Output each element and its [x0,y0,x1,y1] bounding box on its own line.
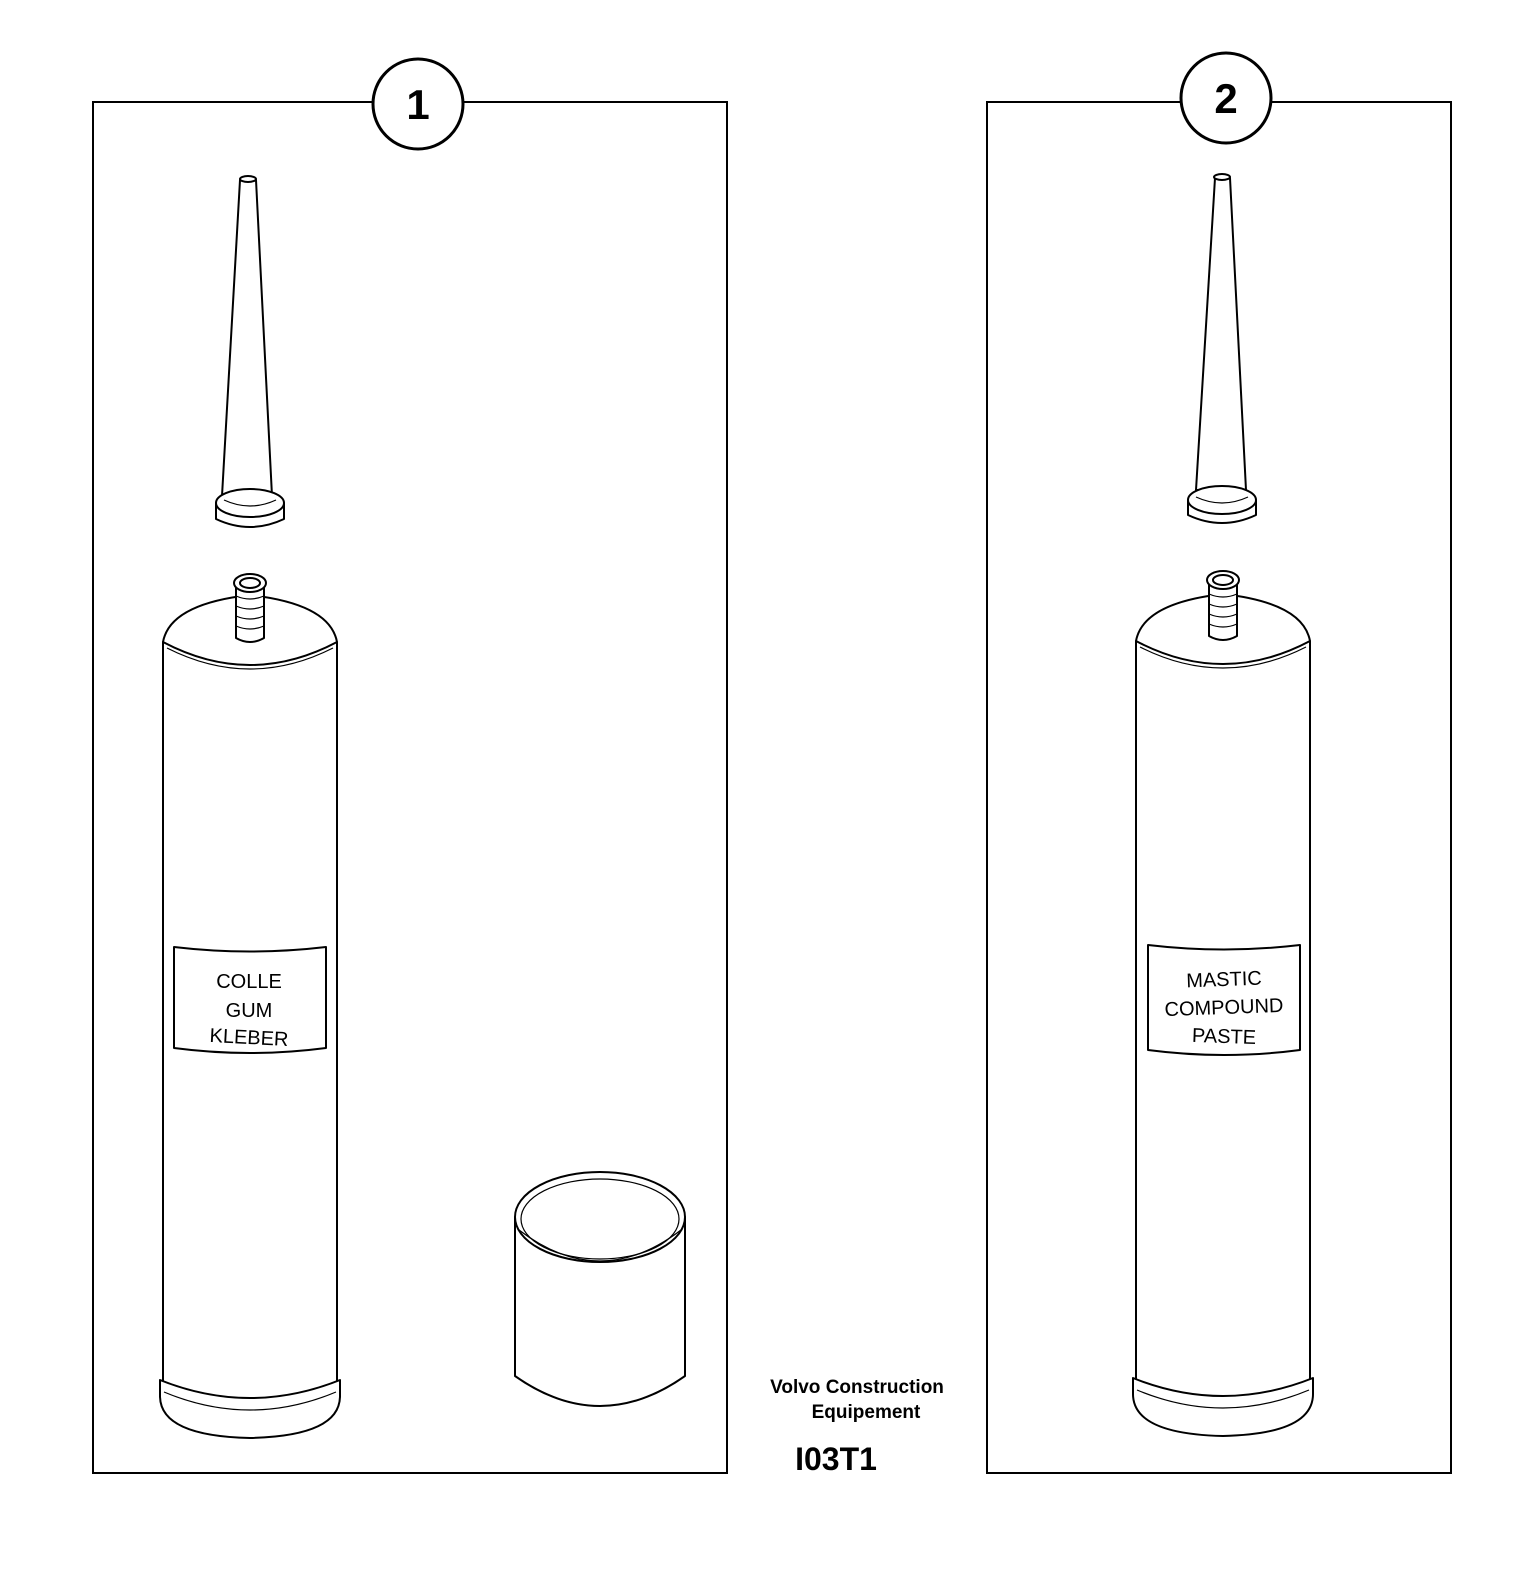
tube-label-1 [173,946,327,1054]
tube-label-1-line-2: GUM [226,1000,273,1022]
brand-line-2: Equipement [812,1402,921,1423]
callout-2-number: 2 [1214,75,1237,122]
nozzle-2 [1187,173,1257,524]
callout-1-number: 1 [406,81,429,128]
cartridge-tube-2: MASTIC COMPOUND PASTE [1132,570,1314,1437]
small-can [514,1171,686,1407]
tube-label-2 [1147,944,1301,1056]
tube-label-1-line-1: COLLE [216,971,282,993]
tube-label-1-line-3: KLEBER [209,1025,289,1051]
footer: Volvo Construction Equipement I03T1 [770,1377,944,1477]
panel-2: 2 MASTIC COMPOUND PASTE [986,51,1452,1474]
tube-label-2-line-3: PASTE [1192,1025,1257,1049]
tube-label-2-line-2: COMPOUND [1164,995,1284,1021]
callout-2: 2 [1179,51,1273,145]
nozzle-1 [215,175,285,528]
callout-1: 1 [371,57,465,151]
cartridge-tube-1: COLLE GUM KLEBER [159,573,341,1439]
brand-line-1: Volvo Construction [770,1377,944,1398]
figure-code: I03T1 [795,1441,877,1477]
tube-label-2-line-1: MASTIC [1186,968,1262,993]
panel-1: 1 COLLE GUM KLEBER [92,57,728,1474]
